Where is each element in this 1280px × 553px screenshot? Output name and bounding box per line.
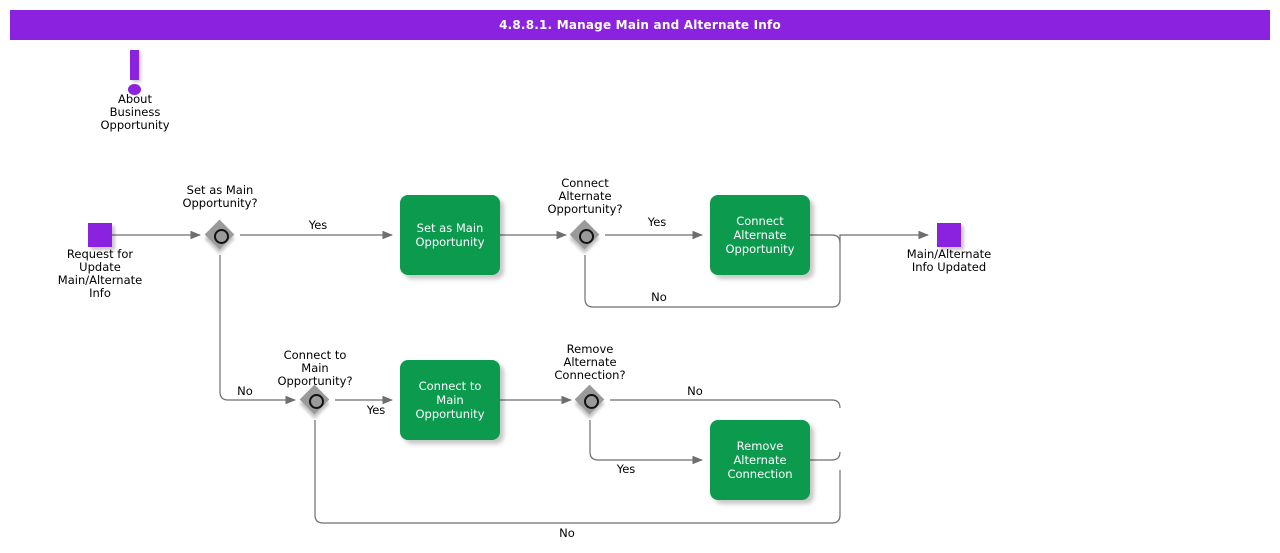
edge-gw4-no-to-merge [610,399,841,409]
task-connect-to-main-opportunity[interactable]: Connect to Main Opportunity [400,360,500,440]
gateway-connect-to-main-opportunity[interactable] [299,384,330,415]
gateway-1-label: Set as Main Opportunity? [182,183,258,210]
page-title-bar: 4.8.8.1. Manage Main and Alternate Info [10,10,1270,40]
task-set-as-main-opportunity[interactable]: Set as Main Opportunity [400,195,500,275]
gateway-2-label: Connect Alternate Opportunity? [547,176,623,216]
gateway-3-label: Connect to Main Opportunity? [277,348,353,388]
edge-task4-to-merge [810,451,841,461]
flow-label-gw3-yes: Yes [366,403,386,417]
edge-gw1-no-to-gw3 [219,255,297,405]
gateway-inclusive-ring-icon [579,229,594,244]
edge-task2-to-merge [810,234,841,244]
page-title: 4.8.8.1. Manage Main and Alternate Info [499,18,781,32]
start-event[interactable] [88,223,112,247]
flow-label-gw2-yes: Yes [647,215,667,229]
gateway-inclusive-ring-icon [584,394,599,409]
flow-label-gw1-no: No [237,384,253,398]
gateway-inclusive-ring-icon [309,394,324,409]
gateway-connect-alternate-opportunity[interactable] [569,219,600,250]
flow-label-gw4-no: No [687,384,703,398]
exclamation-icon [130,50,139,80]
gateway-inclusive-ring-icon [214,229,229,244]
edge-gw4-yes-to-task4 [589,420,704,465]
edge-gw3-no-to-merge [314,420,841,524]
flow-label-gw1-yes: Yes [308,218,328,232]
exclamation-dot-icon [128,84,141,95]
flow-label-gw2-no: No [651,290,667,304]
edge-merge-to-end [839,230,930,243]
flow-label-gw3-no: No [559,526,575,540]
annotation-label: About Business Opportunity [100,92,170,132]
edge-gw2-no-to-merge [584,243,841,308]
end-event-label: Main/Alternate Info Updated [906,247,992,274]
task-remove-alternate-connection[interactable]: Remove Alternate Connection [710,420,810,500]
end-event[interactable] [937,223,961,247]
gateway-4-label: Remove Alternate Connection? [554,342,626,382]
flow-label-gw4-yes: Yes [616,462,636,476]
task-connect-alternate-opportunity[interactable]: Connect Alternate Opportunity [710,195,810,275]
start-event-label: Request for Update Main/Alternate Info [57,247,143,300]
gateway-set-as-main-opportunity[interactable] [204,219,235,250]
gateway-remove-alternate-connection[interactable] [574,384,605,415]
